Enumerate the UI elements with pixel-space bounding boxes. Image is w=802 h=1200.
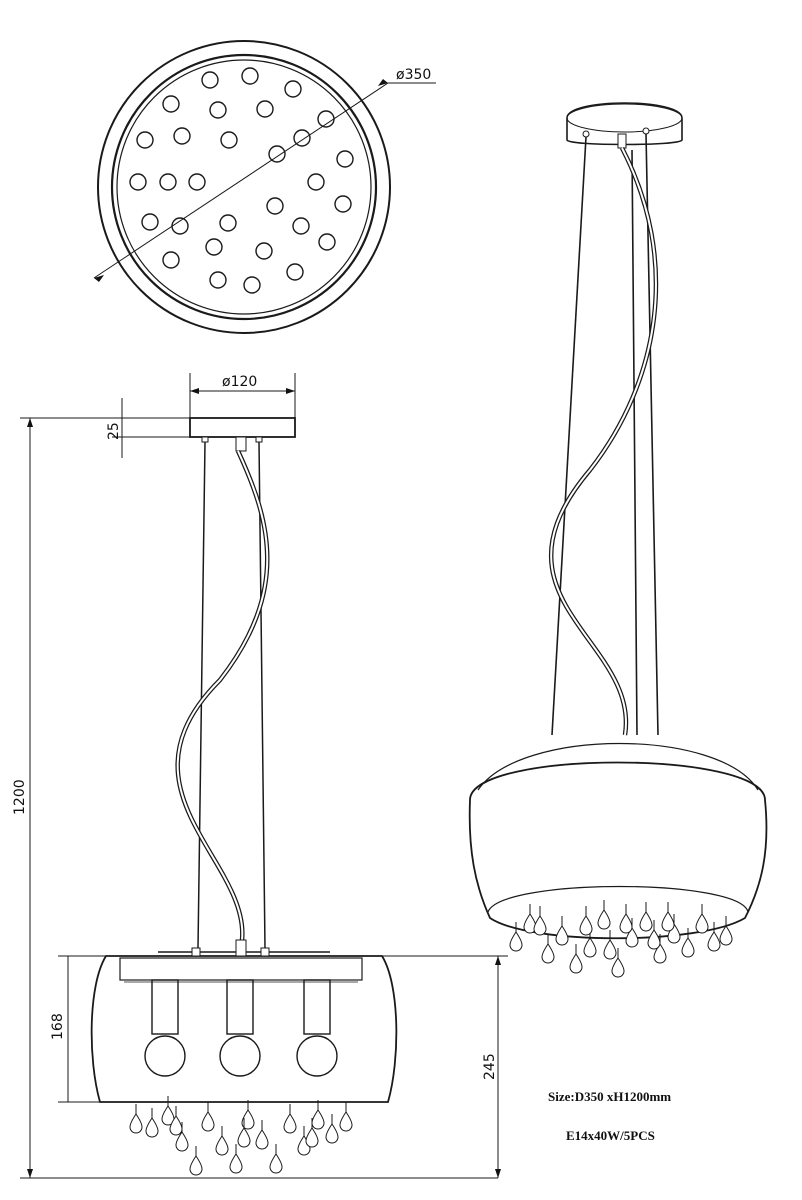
- crystal-hole: [336, 150, 354, 168]
- crystal-drop: [661, 901, 675, 932]
- crystal-hole: [256, 100, 274, 118]
- crystal-drops: [129, 1095, 353, 1176]
- crystal-drop: [215, 1125, 229, 1156]
- crystal-drop: [719, 915, 733, 946]
- crystal-drop: [311, 1099, 325, 1130]
- crystal-drop: [603, 929, 617, 960]
- front-view: ø120 25: [12, 373, 508, 1179]
- crystal-hole: [162, 251, 180, 269]
- dimension-top-diameter: ø350: [396, 67, 431, 83]
- crystal-hole: [286, 263, 304, 281]
- crystal-drop: [619, 903, 633, 934]
- crystal-drop: [145, 1107, 159, 1138]
- crystal-drop: [541, 933, 555, 964]
- crystal-hole: [334, 195, 352, 213]
- crystal-hole: [188, 173, 206, 191]
- crystal-hole: [266, 197, 284, 215]
- bulbs: [144, 979, 338, 1077]
- crystal-drop: [695, 903, 709, 934]
- crystal-drop: [129, 1103, 143, 1134]
- perspective-view: [468, 102, 768, 978]
- crystal-drop: [325, 1113, 339, 1144]
- dimension-canopy-diameter: ø120: [222, 374, 257, 390]
- crystal-drop: [201, 1101, 215, 1132]
- dimension-shade-height: 168: [50, 1013, 66, 1040]
- glass-shade-perspective: [468, 761, 768, 940]
- crystal-drop: [283, 1103, 297, 1134]
- crystal-hole: [268, 145, 286, 163]
- crystal-drop: [339, 1101, 353, 1132]
- crystal-hole: [209, 101, 227, 119]
- crystal-hole: [201, 71, 219, 89]
- crystal-hole: [141, 213, 159, 231]
- crystal-hole: [318, 233, 336, 251]
- dimension-body-height: 245: [482, 1053, 498, 1080]
- crystal-drop: [269, 1143, 283, 1174]
- crystal-hole: [162, 95, 180, 113]
- crystal-drop: [189, 1145, 203, 1176]
- spec-size: Size:D350 xH1200mm: [548, 1089, 671, 1104]
- crystal-drop: [639, 901, 653, 932]
- dimension-overall-height: 1200: [12, 779, 28, 815]
- spec-bulbs: E14x40W/5PCS: [566, 1128, 655, 1143]
- crystal-hole: [219, 214, 237, 232]
- crystal-hole: [292, 217, 310, 235]
- crystal-drop: [555, 915, 569, 946]
- crystal-drop: [533, 905, 547, 936]
- crystal-hole: [284, 80, 302, 98]
- crystal-hole: [293, 129, 311, 147]
- crystal-drop: [229, 1143, 243, 1174]
- crystal-drop: [569, 943, 583, 974]
- crystal-hole: [209, 271, 227, 289]
- glass-shade: [90, 955, 398, 1103]
- crystal-hole: [136, 131, 154, 149]
- crystal-drop: [597, 899, 611, 930]
- crystal-hole: [243, 276, 261, 294]
- crystal-drop: [161, 1095, 175, 1126]
- crystal-hole: [220, 131, 238, 149]
- crystal-hole: [241, 67, 259, 85]
- crystal-hole: [129, 173, 147, 191]
- ceiling-canopy: [189, 417, 296, 438]
- crystal-drop: [255, 1119, 269, 1150]
- crystal-hole: [159, 173, 177, 191]
- top-view: ø350: [93, 40, 436, 334]
- crystal-hole: [255, 242, 273, 260]
- crystal-hole: [307, 173, 325, 191]
- crystal-drop: [579, 905, 593, 936]
- crystal-drop: [707, 921, 721, 952]
- crystal-hole: [205, 238, 223, 256]
- crystal-hole: [173, 127, 191, 145]
- crystal-holes: [129, 67, 354, 294]
- dimension-canopy-height: 25: [106, 422, 122, 440]
